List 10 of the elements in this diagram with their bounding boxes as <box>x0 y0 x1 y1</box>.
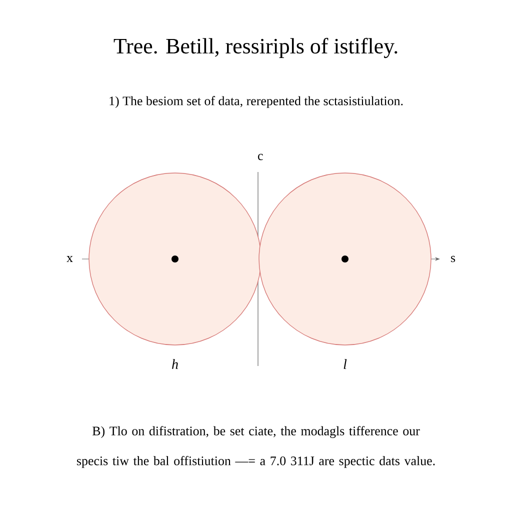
paragraph: B) Tlo on difistration, be set ciate, the modagls tifference our specis tiw the bal offistiution —= a 7.0 311J are spectic dats value. <box>77 426 435 468</box>
axis-label: s <box>451 256 456 262</box>
axis-label: c <box>258 154 263 160</box>
circle <box>258 172 432 346</box>
circle-label: h <box>172 359 178 369</box>
axis-label: x <box>66 256 73 262</box>
circle-label: l <box>344 359 347 369</box>
paragraph: 1) The besiom set of data, rerepented the sctasistiulation. <box>110 96 403 108</box>
title: Tree. Betill, ressiripls of istifley. <box>114 38 398 58</box>
circle <box>88 172 262 346</box>
